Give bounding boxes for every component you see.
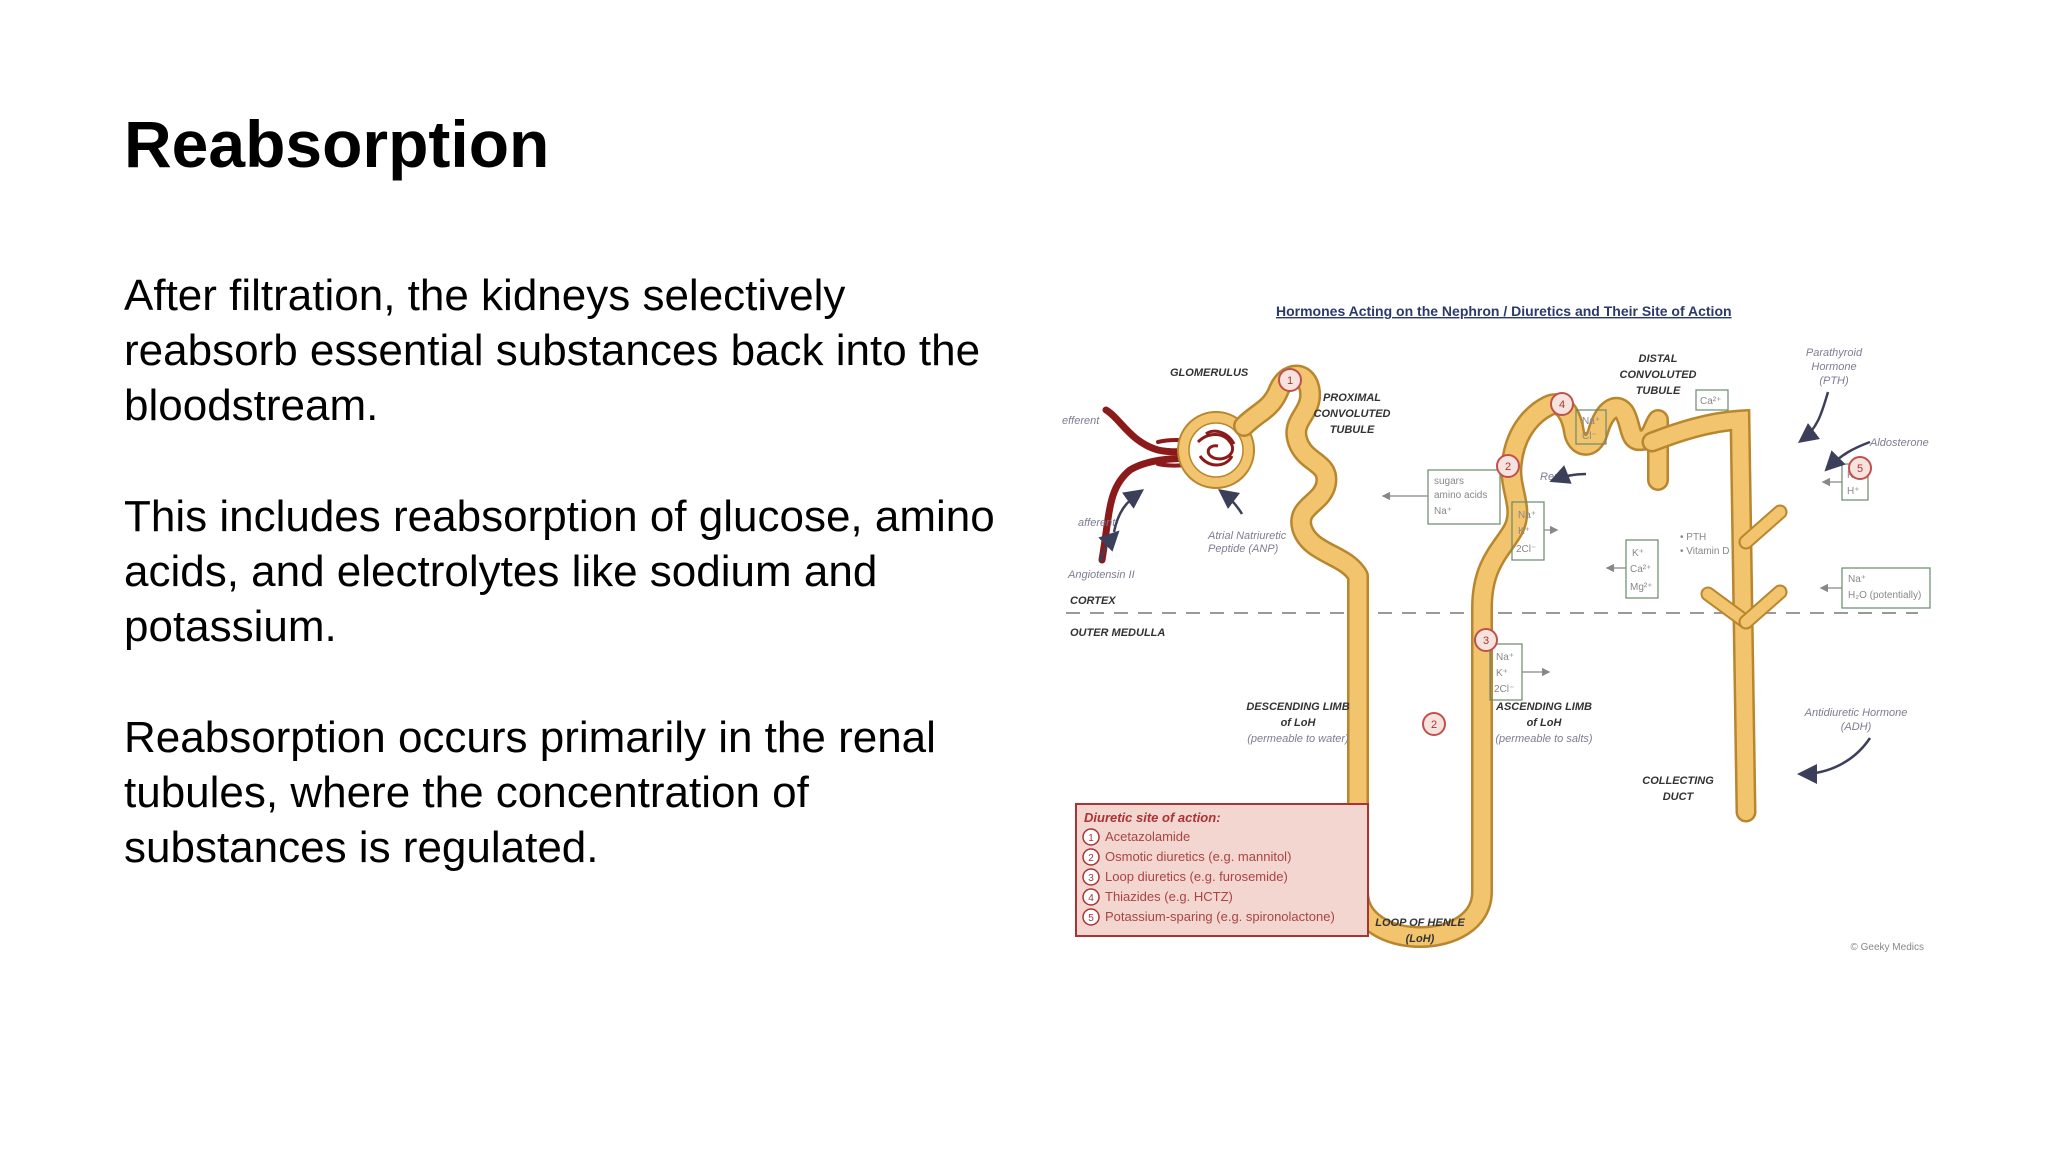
loop-label-2: (LoH) (1406, 933, 1435, 945)
svg-text:2Cl⁻: 2Cl⁻ (1516, 544, 1536, 555)
svg-text:amino acids: amino acids (1434, 490, 1487, 501)
svg-text:5: 5 (1857, 463, 1863, 475)
marker-2-descending (1422, 712, 1446, 736)
svg-text:Na⁺: Na⁺ (1848, 574, 1866, 585)
diuretic-legend: Diuretic site of action: 1 Acetazolamide… (1075, 803, 1369, 937)
nephron-diagram: Hormones Acting on the Nephron / Diureti… (1058, 292, 1938, 972)
glomerulus-label: GLOMERULUS (1170, 367, 1249, 379)
svg-text:Cl⁻: Cl⁻ (1582, 431, 1597, 442)
ascending-label-2: of LoH (1527, 717, 1563, 729)
ascending-label-3: (permeable to salts) (1495, 733, 1593, 745)
collecting-label-1: COLLECTING (1642, 775, 1714, 787)
tubule (1233, 364, 1669, 948)
svg-text:Ca²⁺: Ca²⁺ (1700, 396, 1721, 407)
svg-text:4: 4 (1088, 893, 1094, 904)
svg-text:Na⁺: Na⁺ (1518, 510, 1536, 521)
svg-text:2: 2 (1505, 461, 1511, 473)
angiotensin-label: Angiotensin II (1067, 569, 1135, 581)
collecting-label-2: DUCT (1663, 791, 1695, 803)
marker-2-pct (1496, 454, 1520, 478)
ion-box-text: sugars amino acids Na⁺ Na⁺ K⁺ 2Cl⁻ Na⁺ C… (1434, 396, 1921, 695)
afferent-label: afferent (1078, 517, 1116, 529)
svg-text:H⁺: H⁺ (1847, 486, 1860, 497)
dct-label-3: TUBULE (1636, 385, 1681, 397)
ascending-label-1: ASCENDING LIMB (1495, 701, 1592, 713)
dct-label-2: CONVOLUTED (1620, 369, 1697, 381)
efferent-label: efferent (1062, 415, 1100, 427)
dct-label-1: DISTAL (1639, 353, 1678, 365)
svg-text:Ca²⁺: Ca²⁺ (1630, 564, 1651, 575)
ion-box-k-ca-mg (1625, 539, 1659, 599)
pct-label-3: TUBULE (1330, 424, 1375, 436)
outer-medulla-label: OUTER MEDULLA (1070, 627, 1165, 639)
legend-title: Diuretic site of action: (1084, 810, 1221, 825)
svg-text:K⁺: K⁺ (1518, 526, 1530, 537)
svg-text:H₂O (potentially): H₂O (potentially) (1848, 590, 1921, 601)
ion-box-dct-top (1575, 409, 1607, 445)
svg-text:K⁺: K⁺ (1496, 668, 1508, 679)
paragraph-tubules: Reabsorption occurs primarily in the ren… (124, 713, 936, 872)
pth-label-1: Parathyroid (1806, 347, 1863, 359)
slide-title: Reabsorption (124, 107, 550, 181)
ion-box-asc-cortex (1511, 501, 1545, 561)
anp-label-2: Peptide (ANP) (1208, 543, 1279, 555)
legend-item-1: Acetazolamide (1105, 829, 1190, 844)
svg-text:3: 3 (1483, 635, 1489, 647)
svg-text:2Cl⁻: 2Cl⁻ (1494, 684, 1514, 695)
svg-text:1: 1 (1088, 833, 1094, 844)
pth-label-3: (PTH) (1819, 375, 1849, 387)
marker-5 (1848, 456, 1872, 480)
legend-item-2: Osmotic diuretics (e.g. mannitol) (1105, 849, 1291, 864)
legend-item-5: Potassium-sparing (e.g. spironolactone) (1105, 909, 1335, 924)
aldosterone-label: Aldosterone (1869, 437, 1929, 449)
copyright: © Geeky Medics (1850, 942, 1924, 953)
anp-label-1: Atrial Natriuretic (1207, 530, 1287, 542)
pct-label-2: CONVOLUTED (1314, 408, 1391, 420)
arrows (1098, 391, 1872, 784)
nephron-svg: Hormones Acting on the Nephron / Diureti… (1062, 303, 1931, 953)
marker-3 (1474, 628, 1498, 652)
svg-text:Na⁺: Na⁺ (1434, 506, 1452, 517)
cortex-label: CORTEX (1070, 595, 1116, 607)
adh-label-2: (ADH) (1841, 721, 1872, 733)
pth-label-2: Hormone (1811, 361, 1856, 373)
site-markers: 1 2 2 3 4 5 (1278, 368, 1872, 736)
loop-label-1: LOOP OF HENLE (1375, 917, 1465, 929)
svg-text:Mg²⁺: Mg²⁺ (1630, 582, 1653, 593)
descending-label-2: of LoH (1281, 717, 1317, 729)
ion-box-pct (1427, 469, 1501, 525)
figure-title: Hormones Acting on the Nephron / Diureti… (1276, 303, 1732, 319)
pth-vitd-1: • PTH (1680, 532, 1706, 543)
ion-box-ca (1695, 389, 1729, 411)
collecting-duct (1641, 408, 1788, 823)
descending-label-1: DESCENDING LIMB (1246, 701, 1349, 713)
svg-text:sugars: sugars (1434, 476, 1464, 487)
svg-text:4: 4 (1559, 399, 1565, 411)
svg-text:Na⁺: Na⁺ (1496, 652, 1514, 663)
pct-label-1: PROXIMAL (1323, 392, 1381, 404)
slide-body: After filtration, the kidneys selectivel… (124, 268, 1004, 931)
svg-text:3: 3 (1088, 873, 1094, 884)
svg-text:Na⁺: Na⁺ (1582, 416, 1600, 427)
marker-4 (1550, 392, 1574, 416)
legend-item-3: Loop diuretics (e.g. furosemide) (1105, 869, 1288, 884)
svg-text:5: 5 (1088, 913, 1094, 924)
paragraph-substances: This includes reabsorption of glucose, a… (124, 492, 995, 651)
descending-label-3: (permeable to water) (1247, 733, 1349, 745)
svg-text:2: 2 (1431, 719, 1437, 731)
svg-text:K⁺: K⁺ (1632, 548, 1644, 559)
paragraph-filtration: After filtration, the kidneys selectivel… (124, 271, 981, 430)
svg-text:1: 1 (1287, 375, 1293, 387)
marker-1 (1278, 368, 1302, 392)
svg-text:2: 2 (1088, 853, 1094, 864)
adh-label-1: Antidiuretic Hormone (1804, 707, 1908, 719)
pth-vitd-2: • Vitamin D (1680, 546, 1729, 557)
ion-arrows (1381, 477, 1842, 677)
legend-item-4: Thiazides (e.g. HCTZ) (1105, 889, 1233, 904)
